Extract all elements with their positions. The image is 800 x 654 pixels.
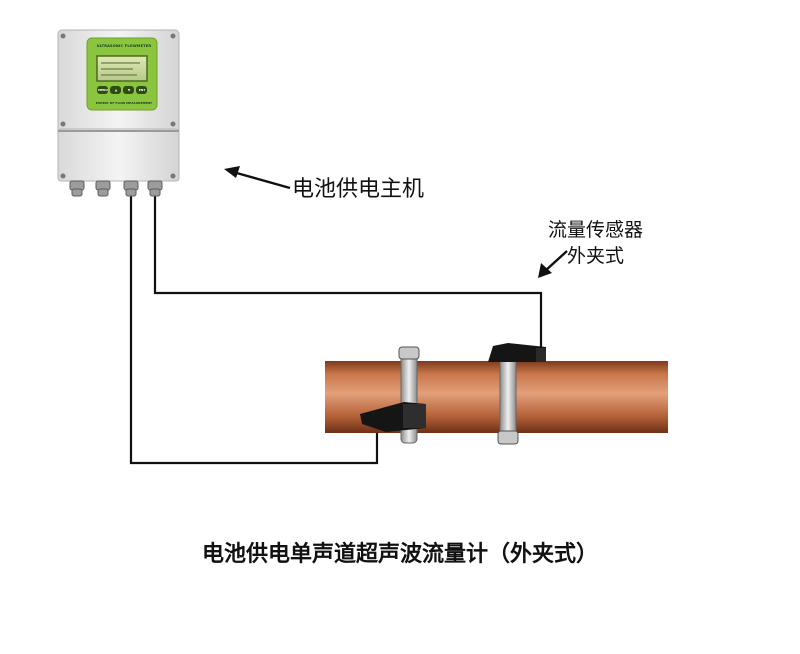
diagram-caption: 电池供电单声道超声波流量计（外夹式） xyxy=(201,542,598,567)
downstream-transducer xyxy=(488,343,546,362)
cable-upstream-sensor xyxy=(129,190,379,465)
upstream-transducer xyxy=(360,402,426,432)
key-enter xyxy=(136,86,147,94)
panel-subtitle: EXPERT OF FLOW MEASUREMENT xyxy=(95,101,153,105)
key-menu xyxy=(97,86,108,94)
sensor-label-line1: 流量传感器 xyxy=(548,219,644,241)
key-up xyxy=(110,86,121,94)
clamp-band-right xyxy=(497,345,519,445)
key-down-label: ▼ xyxy=(127,88,131,92)
sensor-label: 流量传感器 外夹式 xyxy=(548,217,643,269)
sensor-arrow xyxy=(538,250,568,278)
panel-title: ULTRASONIC FLOWMETER xyxy=(96,44,152,48)
key-up-label: ▲ xyxy=(114,88,118,92)
key-down xyxy=(123,86,134,94)
host-label: 电池供电主机 xyxy=(292,177,425,202)
cable-downstream-sensor xyxy=(153,190,543,350)
cable-glands xyxy=(69,180,163,197)
host-arrow xyxy=(224,166,291,190)
key-enter-label: ENT xyxy=(138,88,146,92)
key-menu-label: MENU xyxy=(98,88,108,92)
battery-host-unit xyxy=(57,29,180,197)
sensor-label-line2: 外夹式 xyxy=(567,245,625,267)
